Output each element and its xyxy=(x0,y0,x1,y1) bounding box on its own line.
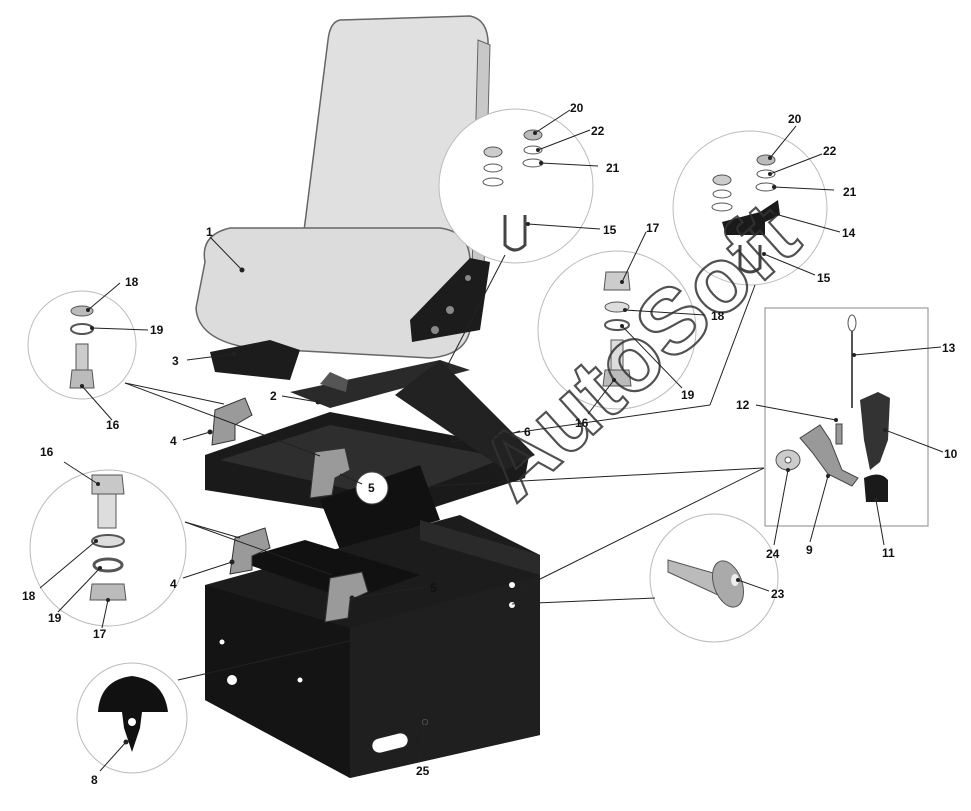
bracket-4-lower xyxy=(229,527,271,575)
label-18-middle: 18 xyxy=(711,309,725,323)
label-16-middle: 16 xyxy=(575,416,589,430)
detail-circle-right-top xyxy=(672,130,828,286)
bracket-4-upper xyxy=(211,397,253,446)
angle-5-upper xyxy=(309,447,351,499)
detail-circle-left-bottom xyxy=(29,469,187,627)
label-8: 8 xyxy=(91,773,98,787)
detail-circle-top-middle xyxy=(438,108,594,264)
label-10: 10 xyxy=(944,447,958,461)
label-20-top: 20 xyxy=(570,101,584,115)
label-20-right: 20 xyxy=(788,112,802,126)
detail-circle-bottom-right xyxy=(649,513,779,643)
angle-5-lower xyxy=(324,571,369,623)
label-15-right: 15 xyxy=(817,271,831,285)
seat-assembly xyxy=(195,15,491,380)
label-13: 13 xyxy=(942,341,956,355)
label-16-left-top: 16 xyxy=(106,418,120,432)
label-12: 12 xyxy=(736,398,750,412)
leader-lines xyxy=(39,109,944,772)
label-22-right: 22 xyxy=(823,144,837,158)
part-labels: 1 2 3 4 4 5 5 6 8 9 10 11 12 13 14 15 15… xyxy=(22,101,958,787)
label-4-upper: 4 xyxy=(170,434,177,448)
label-9: 9 xyxy=(806,543,813,557)
label-4-lower: 4 xyxy=(170,577,177,591)
label-11: 11 xyxy=(882,546,895,560)
label-18-left-bottom: 18 xyxy=(22,589,36,603)
callout-5-circle xyxy=(355,471,389,505)
label-19-left-top: 19 xyxy=(150,323,164,337)
detail-circle-left-top xyxy=(27,290,137,400)
label-25: 25 xyxy=(416,764,430,778)
label-22-top: 22 xyxy=(591,124,605,138)
label-21-right: 21 xyxy=(843,185,857,199)
label-19-left-bottom: 19 xyxy=(48,611,62,625)
label-5-lower: 5 xyxy=(430,581,437,595)
label-18-left-top: 18 xyxy=(125,275,139,289)
label-16-left-bottom: 16 xyxy=(40,445,54,459)
lock-mechanism-box xyxy=(764,307,929,527)
base-box xyxy=(205,515,540,778)
label-5-callout: 5 xyxy=(368,481,375,495)
label-24: 24 xyxy=(766,547,780,561)
detail-circle-middle xyxy=(537,250,697,410)
label-1: 1 xyxy=(206,225,213,239)
label-2: 2 xyxy=(270,389,277,403)
label-14: 14 xyxy=(842,226,856,240)
seat-mount-rail xyxy=(210,340,300,380)
label-23: 23 xyxy=(771,587,785,601)
label-6: 6 xyxy=(524,425,531,439)
label-17-middle: 17 xyxy=(646,221,660,235)
label-21-top: 21 xyxy=(606,161,620,175)
label-15-top: 15 xyxy=(603,223,617,237)
label-19-middle: 19 xyxy=(681,388,695,402)
label-3: 3 xyxy=(172,354,179,368)
detail-circle-bottom-left xyxy=(76,662,188,774)
label-17-left: 17 xyxy=(93,627,107,641)
